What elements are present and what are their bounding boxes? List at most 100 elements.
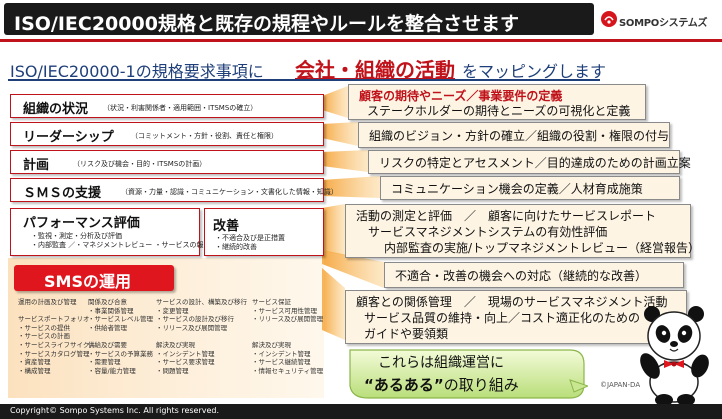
operation-item [252,324,323,333]
connector-shape [322,204,345,256]
category-leadership: リーダーシップ （コミットメント・方針・役割、責任と権限） [10,122,324,146]
illustration-credit: ©JAPAN-DA [600,381,641,389]
category-title: パフォーマンス評価 [23,216,140,231]
activity-line: サービス品質の維持・向上／コスト適正化のための [364,311,641,325]
operation-item: ・構成管理 [18,366,51,375]
category-detail: ・内部監査 ／・マネジメントレビュー ・サービスの報告 [31,241,211,249]
company-logo: SOMPOシステムズ [600,10,720,30]
operation-item: サービスの設計、構築及び移行 [156,298,247,306]
activity-line: ガイドや要領類 [364,327,449,341]
operation-item [88,332,153,341]
operation-item: ・リリース及び展開管理 [252,315,324,324]
page-title: ISO/IEC20000規格と既存の規程やルールを整合させます [14,13,519,35]
sompo-logo-icon [601,11,617,27]
bubble-line1: これらは組織運営に [378,355,504,371]
operation-item: ・リリース及び展開管理 [156,323,228,332]
bubble-quote: “あるある” [364,376,444,394]
subtitle-part1: ISO/IEC20000-1の規格要求事項に [10,62,264,81]
operation-item: ・資産管理 [18,358,51,367]
connector-shape [322,176,380,198]
operation-item: 運用の計画及び管理 [18,298,77,306]
operation-column: 関係及び合意 ・事業関係管理 ・サービスレベル管理 ・供給者管理 供給及び需要 … [88,298,153,375]
category-title: リーダーシップ [23,130,114,145]
operation-item: サービスポートフォリオ [18,315,90,324]
activity-line: 不適合・改善の機会への対応（継続的な改善） [395,269,648,283]
title-bar: ISO/IEC20000規格と既存の規程やルールを整合させます SOMPOシステ… [0,0,722,38]
category-title: ＳＭＳの支援 [23,186,102,201]
category-subtitle: （リスク及び機会・目的・ITSMSの計画） [73,160,207,168]
operation-item: 関係及び合意 [88,298,127,306]
category-improvement: 改善 ・不適合及び是正措置 ・継続的改善 [204,208,324,256]
logo-text: SOMPOシステムズ [619,18,708,29]
operation-item: ・サービスの計画 [18,332,70,341]
category-detail: ・不適合及び是正措置 [215,234,285,242]
operation-item: 供給及び需要 [88,340,127,349]
category-performance-evaluation: パフォーマンス評価 ・監視・測定・分析及び評価 ・内部監査 ／・マネジメントレビ… [10,208,210,256]
bubble-line2: “あるある”の取り組み [364,374,519,395]
category-organization-context: 組織の状況 （状況・利害関係者・適用範囲・ITSMSの確立） [10,94,324,118]
operation-item: ・サービスレベル管理 [88,315,153,324]
activity-line: 内部監査の実施/トップマネジメントレビュー（経営報告） [384,241,701,255]
subtitle-highlight: 会社・組織の活動 [295,58,455,82]
operation-item: ・変更管理 [156,306,189,315]
category-detail: ・監視・測定・分析及び評価 [31,232,122,240]
operation-item: ・サービス可用性管理 [252,306,317,315]
activity-line: 組織のビジョン・方針の確立／組織の役割・権限の付与 [369,129,670,143]
activity-communication: コミュニケーション機会の定義／人材育成施策 [380,176,680,200]
category-title: 組織の状況 [23,102,89,117]
operation-item [156,332,247,341]
operation-item: ・供給者管理 [88,323,127,332]
operation-item [18,307,96,316]
sms-operation-title: SMSの運用 [44,272,131,291]
subtitle-part3: をマッピングします [462,62,607,81]
speech-bubble [349,349,588,399]
activity-line: サービスマネジメントシステムの有効性評価 [368,225,608,239]
connector-shape [322,268,345,340]
activity-line: 活動の測定と評価 ／ 顧客に向けたサービスレポート [356,209,657,223]
connector-shape [322,122,358,146]
operation-item: ・インシデント管理 [156,349,215,358]
activity-line: コミュニケーション機会の定義／人材育成施策 [391,182,643,196]
operation-item [252,332,323,341]
operation-item: ・サービス要求管理 [156,358,215,367]
operation-item: ・情報セキュリティ管理 [252,366,324,375]
activity-line: リスクの特定とアセスメント／目的達成のための計画立案 [379,156,691,170]
category-subtitle: （コミットメント・方針・役割、責任と権限） [131,132,278,140]
activity-risk-planning: リスクの特定とアセスメント／目的達成のための計画立案 [368,150,691,174]
category-subtitle: （資源・力量・認識・コミュニケーション・文書化した情報・知識） [121,188,338,196]
operation-column: サービスの設計、構築及び移行 ・変更管理 ・サービスの設計及び移行 ・リリース及… [156,298,247,375]
operation-item: ・サービスの予算業務 [88,349,153,358]
operation-item: 解決及び実現 [156,340,195,349]
connector-shape [322,150,368,172]
panda-mascot-icon [640,306,709,406]
activity-vision-policy: 組織のビジョン・方針の確立／組織の役割・権限の付与 [358,122,670,148]
operation-item: ・サービスの提供 [18,323,70,332]
sms-operation-label: SMSの運用 [14,265,174,291]
activity-service-management: 顧客との関係管理 ／ 現場のサービスマネジメント活動 サービス品質の維持・向上／… [345,290,687,344]
connector-shape [322,250,384,288]
header-divider [0,39,722,42]
activity-improvement: 不適合・改善の機会への対応（継続的な改善） [384,262,684,288]
category-subtitle: （状況・利害関係者・適用範囲・ITSMSの確立） [103,104,258,112]
subtitle-underline [8,79,600,81]
operation-item: ・容量/能力管理 [88,366,136,375]
category-title: 改善 [213,219,240,234]
footer-bar: Copyright© Sompo Systems Inc. All rights… [0,404,722,419]
activity-evaluation: 活動の測定と評価 ／ 顧客に向けたサービスレポート サービスマネジメントシステム… [345,204,700,258]
operation-item: 解決及び実現 [252,340,291,349]
bubble-rest: の取り組み [443,376,519,394]
subtitle: ISO/IEC20000-1の規格要求事項に 会社・組織の活動 をマッピングしま… [6,52,606,82]
copyright-text: Copyright© Sompo Systems Inc. All rights… [10,406,220,415]
title-box: ISO/IEC20000規格と既存の規程やルールを整合させます [4,3,594,35]
connector-shape [322,86,348,118]
activity-line: 顧客の期待やニーズ／事業要件の定義 [359,89,563,103]
operation-item: ・サービスカタログ管理 [18,349,90,358]
category-planning: 計画 （リスク及び機会・目的・ITSMSの計画） [10,150,324,174]
category-sms-support: ＳＭＳの支援 （資源・力量・認識・コミュニケーション・文書化した情報・知識） [10,178,338,202]
category-title: 計画 [23,158,50,173]
activity-line: ステークホルダーの期待とニーズの可視化と定義 [367,104,631,118]
operation-item: ・サービスライフサイクル [18,340,96,349]
activity-line: 顧客との関係管理 ／ 現場のサービスマネジメント活動 [356,295,668,309]
category-detail: ・継続的改善 [215,243,257,251]
